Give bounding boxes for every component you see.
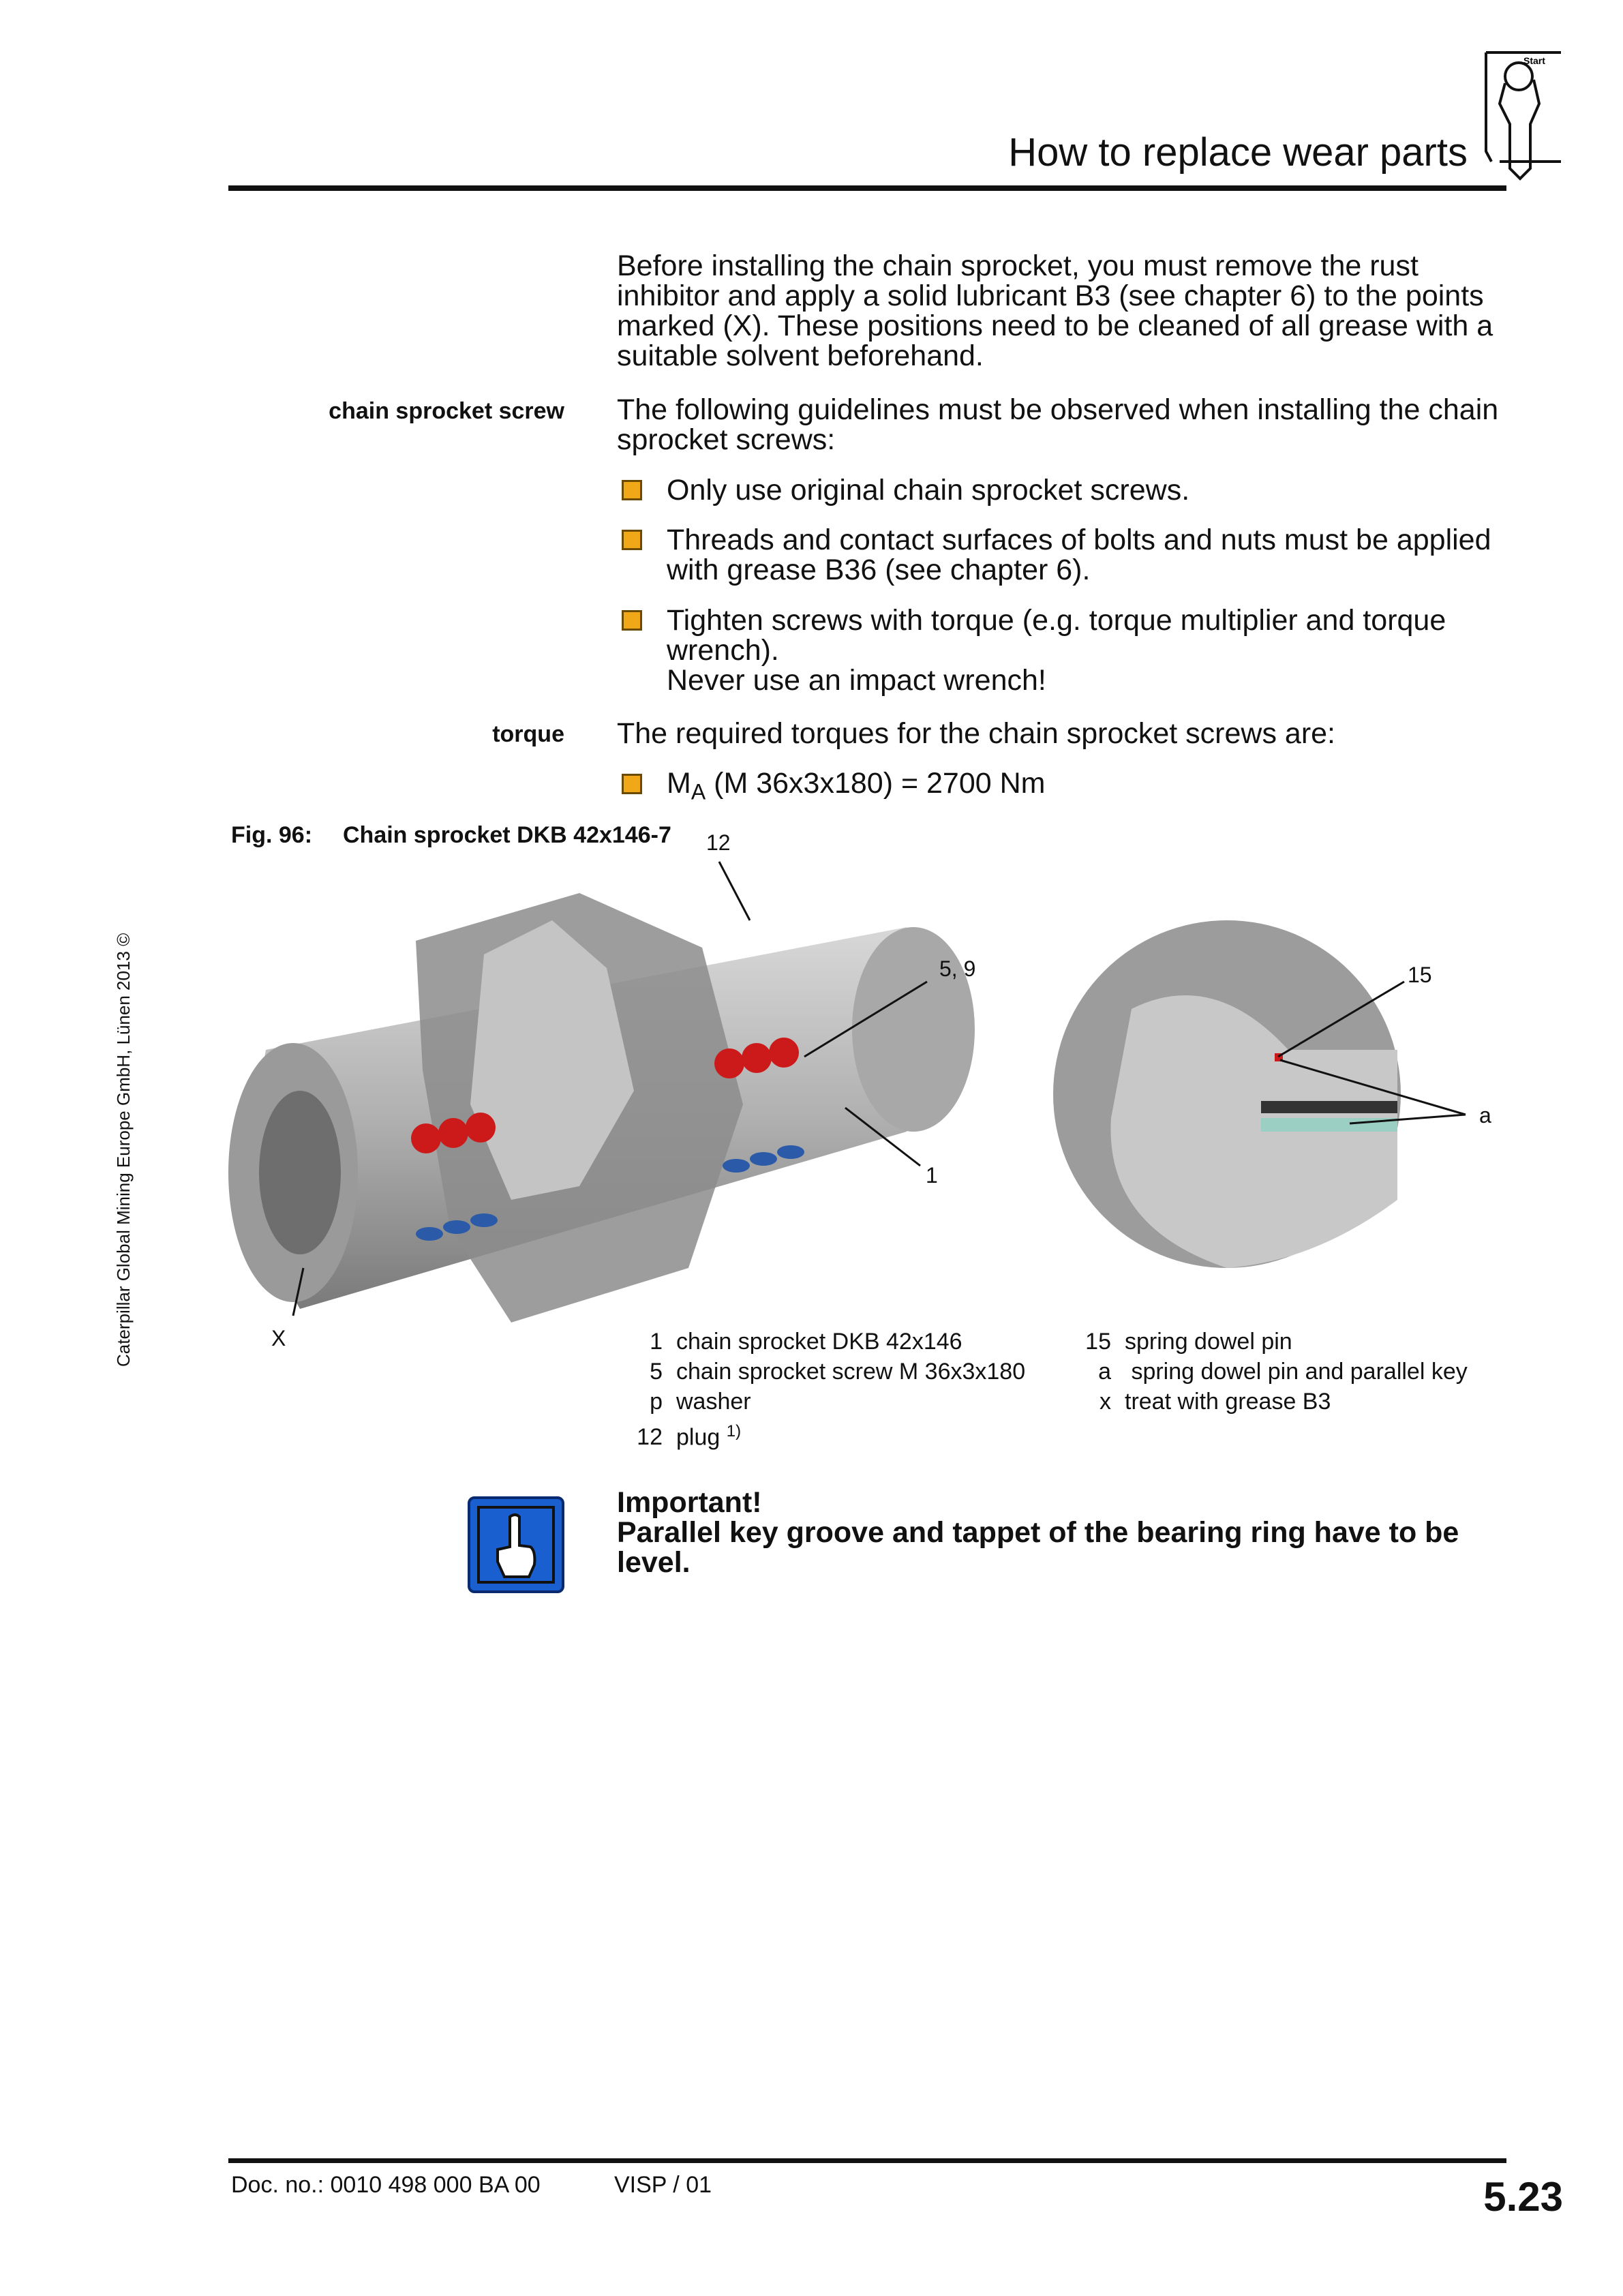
bullet-icon <box>622 610 642 631</box>
legend-item: x treat with grease B3 <box>1070 1387 1468 1417</box>
chain-sprocket-illustration <box>228 861 1466 1323</box>
legend-key: x <box>1099 1389 1111 1415</box>
intro-paragraph: Before installing the chain sprocket, yo… <box>617 250 1493 372</box>
side-label-torque: torque <box>492 721 564 747</box>
figure-caption: Chain sprocket DKB 42x146-7 <box>343 822 671 848</box>
callout-15: 15 <box>1408 963 1432 987</box>
screw-heads-red <box>411 1038 799 1153</box>
callout-lines <box>292 861 1466 1316</box>
callout-x: X <box>271 1326 286 1350</box>
torque-value: MA (M 36x3x180) = 2700 Nm <box>667 768 1526 807</box>
legend-key: 15 <box>1085 1329 1111 1355</box>
screw-guidelines-text: The following guidelines must be observe… <box>617 393 1499 456</box>
side-label-screw: chain sprocket screw <box>329 398 564 424</box>
bullet-item: Tighten screws with torque (e.g. torque … <box>667 604 1446 667</box>
pointing-hand-icon <box>468 1496 564 1593</box>
torque-text: The required torques for the chain sproc… <box>617 717 1336 750</box>
bullet-icon <box>622 480 642 500</box>
callout-a: a <box>1479 1103 1491 1128</box>
legend-text: treat with grease B3 <box>1125 1389 1331 1415</box>
figure-number: Fig. 96: <box>231 822 313 848</box>
doc-number: Doc. no.: 0010 498 000 BA 00 <box>231 2172 541 2198</box>
legend-item: a spring dowel pin and parallel key <box>1070 1357 1468 1387</box>
detail-view <box>1053 920 1401 1268</box>
start-label: Start <box>1523 55 1545 66</box>
callout-12: 12 <box>706 830 731 855</box>
legend-item: 12 plug 1) <box>622 1417 1025 1452</box>
bullet-icon <box>622 774 642 794</box>
legend-right: 15 spring dowel pin a spring dowel pin an… <box>1070 1327 1468 1417</box>
legend-text: plug <box>676 1424 721 1451</box>
page-title: How to replace wear parts <box>1008 130 1468 175</box>
footnote-mark: 1) <box>726 1422 742 1440</box>
legend-text: chain sprocket screw M 36x3x180 <box>676 1359 1026 1385</box>
legend-text: chain sprocket DKB 42x146 <box>676 1329 962 1355</box>
bullet-warning: Never use an impact wrench! <box>667 664 1046 697</box>
visp-label: VISP / 01 <box>614 2172 712 2198</box>
torque-subscript: A <box>691 779 706 804</box>
legend-key: 5 <box>650 1359 663 1385</box>
header-rule <box>228 185 1506 191</box>
copyright-notice: Caterpillar Global Mining Europe GmbH, L… <box>113 933 134 1367</box>
legend-item: 15 spring dowel pin <box>1070 1327 1468 1357</box>
legend-left: 1 chain sprocket DKB 42x146 5 chain sprock… <box>622 1327 1025 1452</box>
screw-heads-blue <box>416 1145 804 1241</box>
bullet-item: Only use original chain sprocket screws. <box>667 474 1190 507</box>
bullet-item: Threads and contact surfaces of bolts an… <box>667 524 1491 586</box>
legend-text: washer <box>676 1389 751 1415</box>
callout-1: 1 <box>926 1163 938 1188</box>
torque-symbol: M <box>667 767 691 800</box>
legend-key: 12 <box>637 1424 663 1451</box>
sprocket-body <box>228 893 975 1323</box>
callout-5-9: 5, 9 <box>939 956 976 981</box>
legend-text: spring dowel pin <box>1125 1329 1292 1355</box>
start-figure-icon: Start <box>1485 51 1561 181</box>
torque-spec: (M 36x3x180) = 2700 Nm <box>706 767 1046 800</box>
legend-item: 1 chain sprocket DKB 42x146 <box>622 1327 1025 1357</box>
important-heading: Important! <box>617 1486 762 1519</box>
legend-key: a <box>1098 1359 1111 1385</box>
legend-text: spring dowel pin and parallel key <box>1125 1359 1468 1385</box>
footer-rule <box>228 2158 1506 2163</box>
important-text: Parallel key groove and tappet of the be… <box>617 1516 1459 1579</box>
legend-key: p <box>650 1389 663 1415</box>
legend-item: 5 chain sprocket screw M 36x3x180 <box>622 1357 1025 1387</box>
bullet-icon <box>622 530 642 550</box>
page-number: 5.23 <box>1483 2174 1563 2220</box>
legend-key: 1 <box>650 1329 663 1355</box>
